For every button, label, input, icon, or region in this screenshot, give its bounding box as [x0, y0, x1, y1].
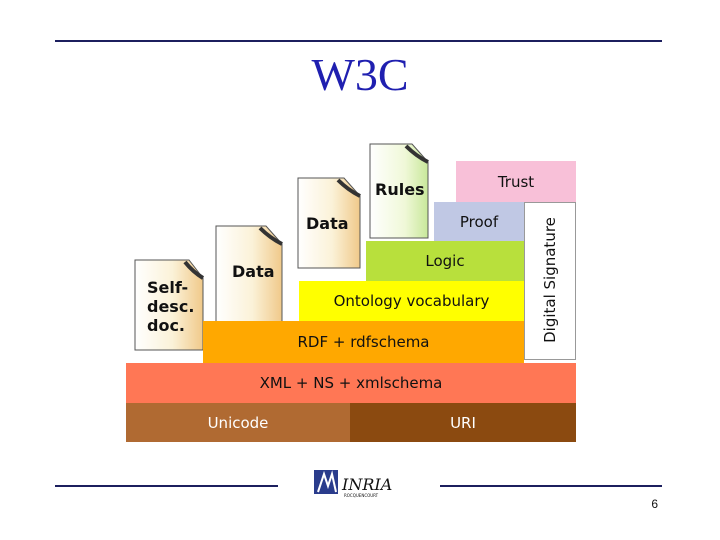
top-rule [55, 40, 662, 42]
document-shape-rules [369, 143, 429, 239]
layer-ontology-vocabulary: Ontology vocabulary [299, 281, 524, 321]
rules-label: Rules [375, 180, 425, 199]
document-shape-data-lower [215, 225, 283, 327]
layer-unicode: Unicode [126, 403, 350, 442]
layer-uri: URI [350, 403, 576, 442]
layer-logic: Logic [366, 241, 524, 281]
page-number: 6 [651, 497, 658, 511]
layer-trust: Trust [456, 161, 576, 202]
data-lower-label: Data [232, 262, 275, 281]
digital-signature-label-wrap: Digital Signature [524, 202, 576, 358]
layer-digital-signature-box [524, 202, 576, 360]
data-upper-label: Data [306, 214, 349, 233]
self-desc-doc-label: Self- desc. doc. [147, 278, 195, 336]
layer-digital-signature: Digital Signature [541, 217, 559, 343]
document-shape-self-desc [134, 259, 205, 351]
layer-xml-ns-xmlschema: XML + NS + xmlschema [126, 363, 576, 403]
inria-logo-text: INRIA [341, 475, 392, 494]
bottom-rule-right [440, 485, 662, 487]
layer-rdf-rdfschema: RDF + rdfschema [203, 321, 524, 363]
document-shape-data-upper [297, 177, 361, 269]
slide-title: W3C [311, 49, 409, 100]
inria-logo: INRIA ROCQUENCOURT [314, 470, 392, 498]
inria-logo-subtext: ROCQUENCOURT [344, 493, 379, 498]
bottom-rule-left [55, 485, 278, 487]
layer-proof: Proof [434, 202, 524, 241]
